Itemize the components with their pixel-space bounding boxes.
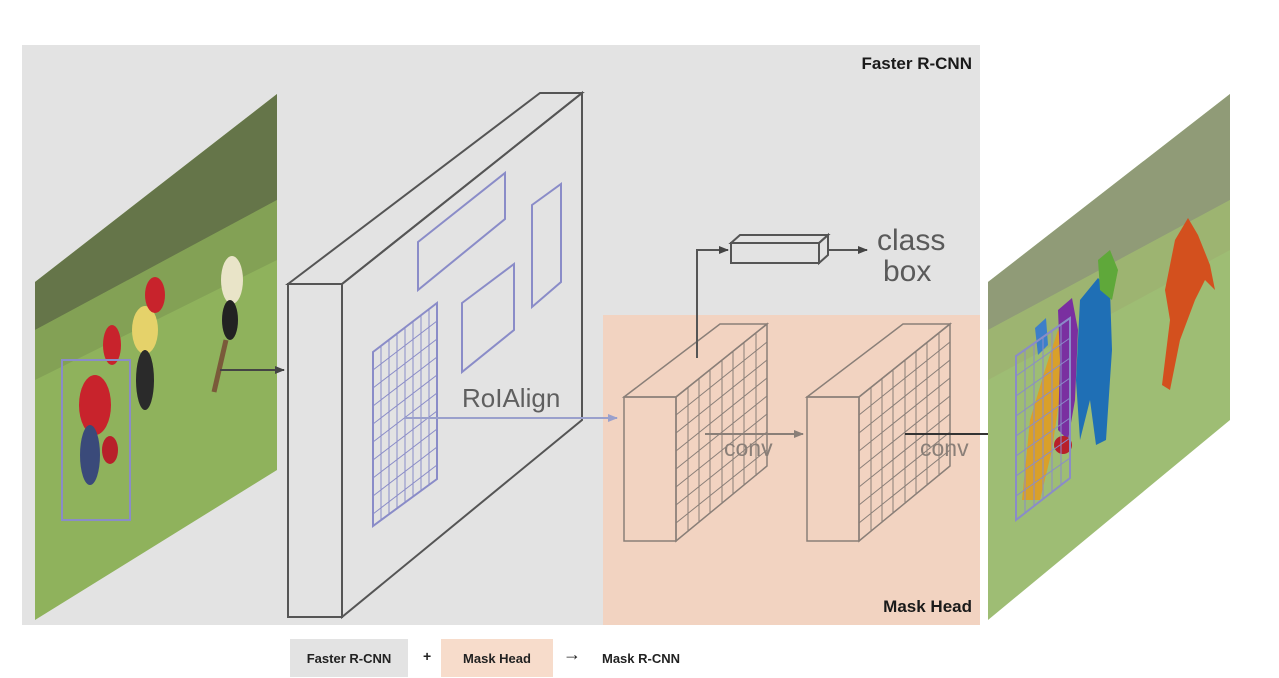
output-grid [1015,316,1071,523]
legend-faster-rcnn: Faster R-CNN [290,639,408,677]
mask-head-block-1 [621,322,770,543]
branch-arrow [696,246,729,358]
roi-box [61,359,131,521]
backbone-feature-map [285,90,585,620]
legend-plus: + [423,648,432,664]
input-image [35,94,277,620]
conv-label-2: conv [920,435,969,461]
proposal-boxes [417,170,562,375]
mask-head-title: Mask Head [883,597,972,616]
legend-arrow: → [563,644,581,664]
fc-box [728,232,831,266]
roialign-label: RoIAlign [462,383,560,413]
conv-label-1: conv [724,435,773,461]
roi-grid [372,300,438,528]
mask-head-region: Mask Head [603,315,980,625]
output-image [988,94,1230,620]
box-label: box [883,255,931,288]
player-figures [79,256,243,485]
mask-head-block-2 [804,322,953,543]
class-label: class [877,224,945,257]
legend-mask-rcnn: Mask R-CNN [602,651,681,666]
legend-mask-head: Mask Head [441,639,553,677]
faster-rcnn-title: Faster R-CNN [861,54,972,73]
